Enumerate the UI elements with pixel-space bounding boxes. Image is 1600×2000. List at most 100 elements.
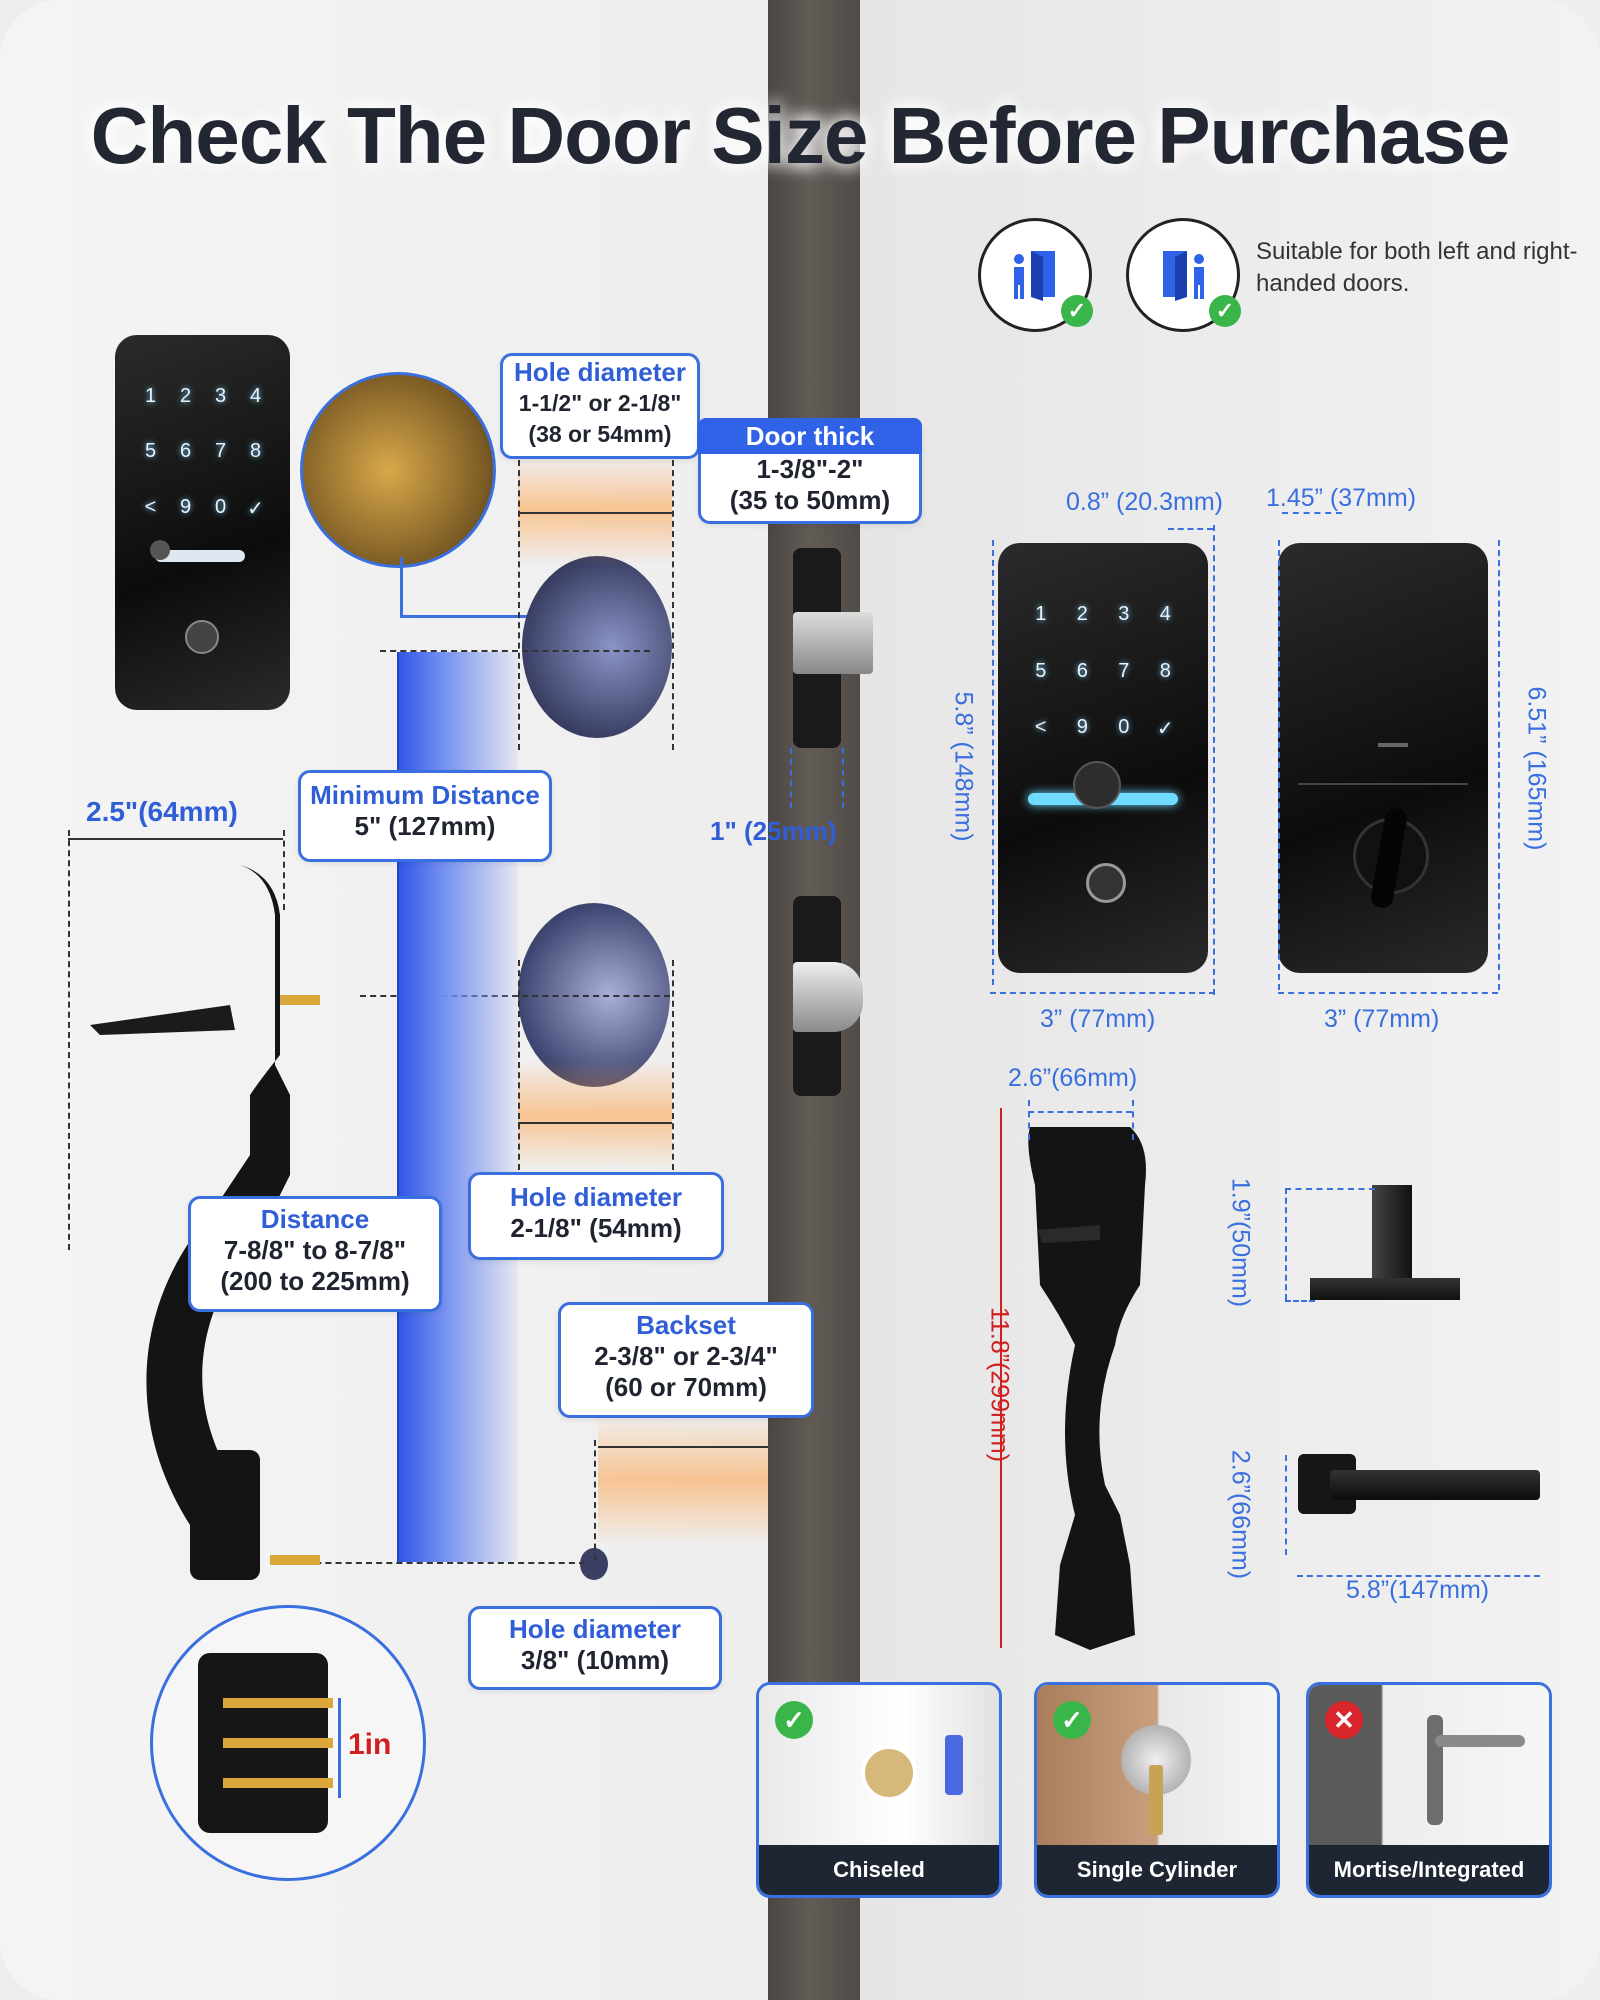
keypad-key: 2 <box>179 385 192 407</box>
lock-type-card-single-cylinder: ✓ Single Cylinder <box>1034 1682 1280 1898</box>
keypad-grid: 1 2 3 4 5 6 7 8 < 9 0 ✓ <box>133 385 273 535</box>
guide-line <box>518 460 520 750</box>
handleset-height-label: 11.8”(299mm) <box>985 1306 1014 1463</box>
label-value: (200 to 225mm) <box>220 1266 410 1296</box>
handedness-note: Suitable for both left and right-handed … <box>1256 238 1578 297</box>
back-height-label: 6.51” (165mm) <box>1522 686 1551 851</box>
keypad-key: < <box>1034 716 1047 739</box>
keypad-key: 3 <box>214 385 227 407</box>
label-title: Backset <box>636 1310 736 1340</box>
distance-axis <box>397 652 399 1562</box>
keypad-lock-photo: 1 2 3 4 5 6 7 8 < 9 0 ✓ <box>115 335 290 710</box>
label-value: (35 to 50mm) <box>729 485 891 515</box>
keypad-key: ✓ <box>247 497 264 520</box>
dimension-line <box>1285 1455 1287 1555</box>
mortise-plate <box>1427 1715 1443 1825</box>
latch-face-label: 1" (25mm) <box>710 816 837 846</box>
guide-line <box>380 650 650 652</box>
label-title: Door thick <box>698 418 922 454</box>
front-lock-photo: 1 2 3 4 5 6 7 8 < 9 0 ✓ <box>998 543 1208 973</box>
label-title: Distance <box>260 1204 370 1234</box>
dimension-line <box>68 838 283 840</box>
label-value: (60 or 70mm) <box>605 1372 767 1402</box>
keypad-key: 8 <box>1159 659 1171 682</box>
lever-length-label: 5.8”(147mm) <box>1346 1576 1490 1604</box>
screw <box>223 1698 333 1708</box>
dimension-line <box>1297 1575 1540 1577</box>
fingerprint-icon <box>150 540 170 560</box>
screw <box>223 1778 333 1788</box>
cross-icon: ✕ <box>1325 1701 1363 1739</box>
screw-detail-magnifier: 1in <box>150 1605 426 1881</box>
left-hand-door-icon: ✓ <box>978 218 1093 332</box>
bore-hole <box>861 1745 917 1801</box>
screw <box>223 1738 333 1748</box>
bore-zone-highlight <box>518 455 672 565</box>
check-icon: ✓ <box>1053 1701 1091 1739</box>
lock-type-caption: Mortise/Integrated <box>1309 1845 1549 1895</box>
screw-spacing-label: 1in <box>348 1728 392 1761</box>
dimension-line <box>518 1122 672 1124</box>
back-width-label: 3” (77mm) <box>1324 1005 1440 1033</box>
light-bar <box>155 550 245 562</box>
handle-width-label: 2.5"(64mm) <box>86 796 238 827</box>
hole-diameter-mid-label: Hole diameter 2-1/8" (54mm) <box>468 1172 724 1260</box>
lock-type-caption: Single Cylinder <box>1037 1845 1277 1895</box>
keypad-key: 1 <box>1035 603 1047 625</box>
distance-label: Distance 7-8/8" to 8-7/8" (200 to 225mm) <box>188 1196 442 1312</box>
guide-line <box>672 960 674 1170</box>
latch-chisel <box>945 1735 963 1795</box>
keypad-key: 4 <box>249 385 262 407</box>
keypad-key: 8 <box>249 440 262 463</box>
label-title: Hole diameter <box>509 1614 681 1644</box>
top-bore-hole-photo <box>522 556 672 738</box>
deadbolt-latch <box>793 612 873 674</box>
guide-line <box>68 830 70 1250</box>
front-width-label: 3” (77mm) <box>1040 1005 1156 1033</box>
right-hand-door-icon: ✓ <box>1126 218 1241 332</box>
label-value: 7-8/8" to 8-7/8" <box>223 1235 407 1265</box>
keypad-key: 0 <box>1118 716 1130 739</box>
guide-line <box>1213 525 1215 995</box>
keypad-key: 4 <box>1159 603 1171 625</box>
dimension-line <box>1168 528 1213 530</box>
keypad-key: 1 <box>144 385 157 407</box>
guide-line <box>594 1440 596 1560</box>
dimension-line <box>598 1446 768 1448</box>
key <box>1149 1765 1163 1835</box>
back-lock-photo <box>1278 543 1488 973</box>
back-depth-label: 1.45” (37mm) <box>1266 484 1417 512</box>
guide-line <box>295 1562 585 1564</box>
hole-diameter-top-label: Hole diameter 1-1/2" or 2-1/8" (38 or 54… <box>500 353 700 459</box>
backset-zone-highlight <box>598 1415 768 1545</box>
keypad-key: < <box>144 495 157 518</box>
keypad-key: 9 <box>179 495 192 518</box>
guide-line <box>283 830 285 910</box>
keypad-key: 2 <box>1076 603 1088 625</box>
keypad-key: 6 <box>179 440 192 463</box>
keyhole-icon <box>1086 863 1126 903</box>
hole-diameter-small-label: Hole diameter 3/8" (10mm) <box>468 1606 722 1690</box>
battery-slot <box>1378 743 1408 747</box>
label-title: Hole diameter <box>514 357 686 387</box>
guide-line <box>842 748 844 808</box>
guide-line <box>1285 1188 1375 1190</box>
guide-line <box>518 960 520 1170</box>
keypad-key: 6 <box>1076 659 1088 682</box>
front-depth-label: 0.8” (20.3mm) <box>1066 488 1223 516</box>
keypad-key: 5 <box>1035 659 1047 682</box>
mortise-lever <box>1435 1735 1525 1747</box>
door-thick-label: Door thick 1-3/8"-2" (35 to 50mm) <box>698 418 922 524</box>
latch-detail-magnifier <box>300 372 496 568</box>
screw-spacing-arrow <box>338 1698 341 1798</box>
guide-line <box>992 540 994 985</box>
lock-type-card-mortise: ✕ Mortise/Integrated <box>1306 1682 1552 1898</box>
knob-rose <box>1310 1278 1460 1300</box>
handleset-side-photo <box>1028 1127 1146 1650</box>
lever-handle <box>1330 1470 1540 1500</box>
dimension-line <box>1278 992 1498 994</box>
minimum-distance-label: Minimum Distance 5" (127mm) <box>298 770 552 862</box>
label-value: 1-3/8"-2" <box>756 454 864 484</box>
check-icon: ✓ <box>775 1701 813 1739</box>
label-value: 3/8" (10mm) <box>520 1645 670 1675</box>
